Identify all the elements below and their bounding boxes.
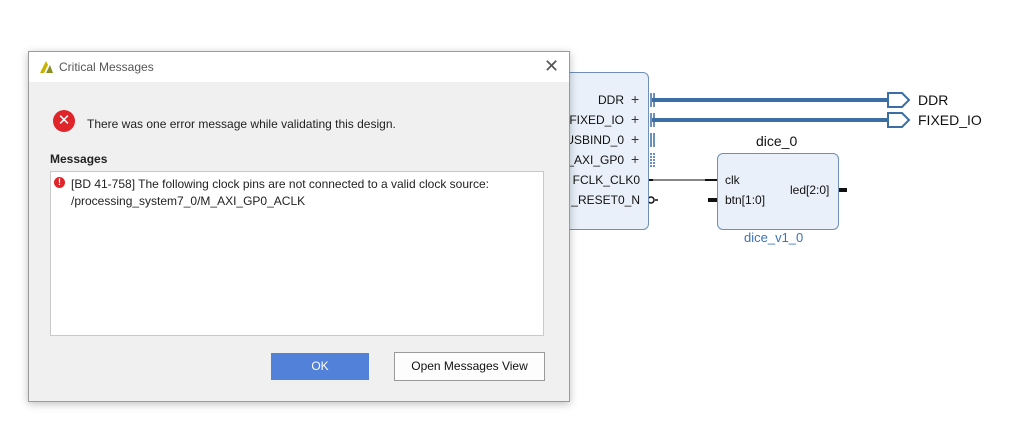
messages-list[interactable]: ! [BD 41-758] The following clock pins a… bbox=[50, 171, 544, 336]
message-line-2[interactable]: /processing_system7_0/M_AXI_GP0_ACLK bbox=[71, 194, 306, 208]
ps-port-reset-label: _RESET0_N bbox=[571, 193, 640, 207]
dice-input-btn: btn[1:0] bbox=[725, 193, 766, 207]
expand-axi-gp0-icon[interactable]: + bbox=[631, 151, 640, 167]
ps-port-ddr-label: DDR bbox=[598, 93, 624, 107]
close-icon[interactable]: ✕ bbox=[544, 56, 560, 76]
messages-heading: Messages bbox=[50, 152, 108, 166]
message-error-icon: ! bbox=[54, 177, 65, 188]
dice-output-led: led[2:0] bbox=[790, 183, 830, 197]
message-line-1[interactable]: [BD 41-758] The following clock pins are… bbox=[71, 177, 490, 191]
dice-module-name: dice_v1_0 bbox=[744, 230, 804, 245]
dice-input-clk: clk bbox=[725, 173, 740, 187]
expand-usbind-icon[interactable]: + bbox=[631, 131, 640, 147]
error-icon: ✕ bbox=[53, 110, 75, 132]
ps-port-usbind-label: USBIND_0 bbox=[565, 133, 624, 147]
external-port-fixed-io-label: FIXED_IO bbox=[918, 112, 982, 128]
error-summary: There was one error message while valida… bbox=[87, 117, 396, 131]
expand-ddr-icon[interactable]: + bbox=[631, 91, 640, 107]
external-port-ddr-label: DDR bbox=[918, 92, 949, 108]
dialog-titlebar[interactable]: Critical Messages ✕ bbox=[29, 52, 569, 82]
ps-port-fclk-clk0-label: FCLK_CLK0 bbox=[572, 173, 640, 187]
ddr-external-port[interactable] bbox=[887, 92, 911, 108]
vivado-logo-icon bbox=[40, 61, 53, 73]
dialog-title: Critical Messages bbox=[59, 60, 154, 74]
expand-fixed-io-icon[interactable]: + bbox=[631, 111, 640, 127]
dice-block[interactable] bbox=[717, 153, 839, 230]
fixed-io-external-port[interactable] bbox=[887, 112, 911, 128]
critical-messages-dialog: Critical Messages ✕ ✕ There was one erro… bbox=[28, 51, 570, 402]
ps-port-axi-gp0-label: _AXI_GP0 bbox=[567, 153, 624, 167]
ps-port-fixed-io-label: FIXED_IO bbox=[569, 113, 624, 127]
dice-instance-name: dice_0 bbox=[756, 133, 798, 149]
open-messages-view-button[interactable]: Open Messages View bbox=[394, 352, 545, 381]
ok-button[interactable]: OK bbox=[271, 353, 369, 380]
